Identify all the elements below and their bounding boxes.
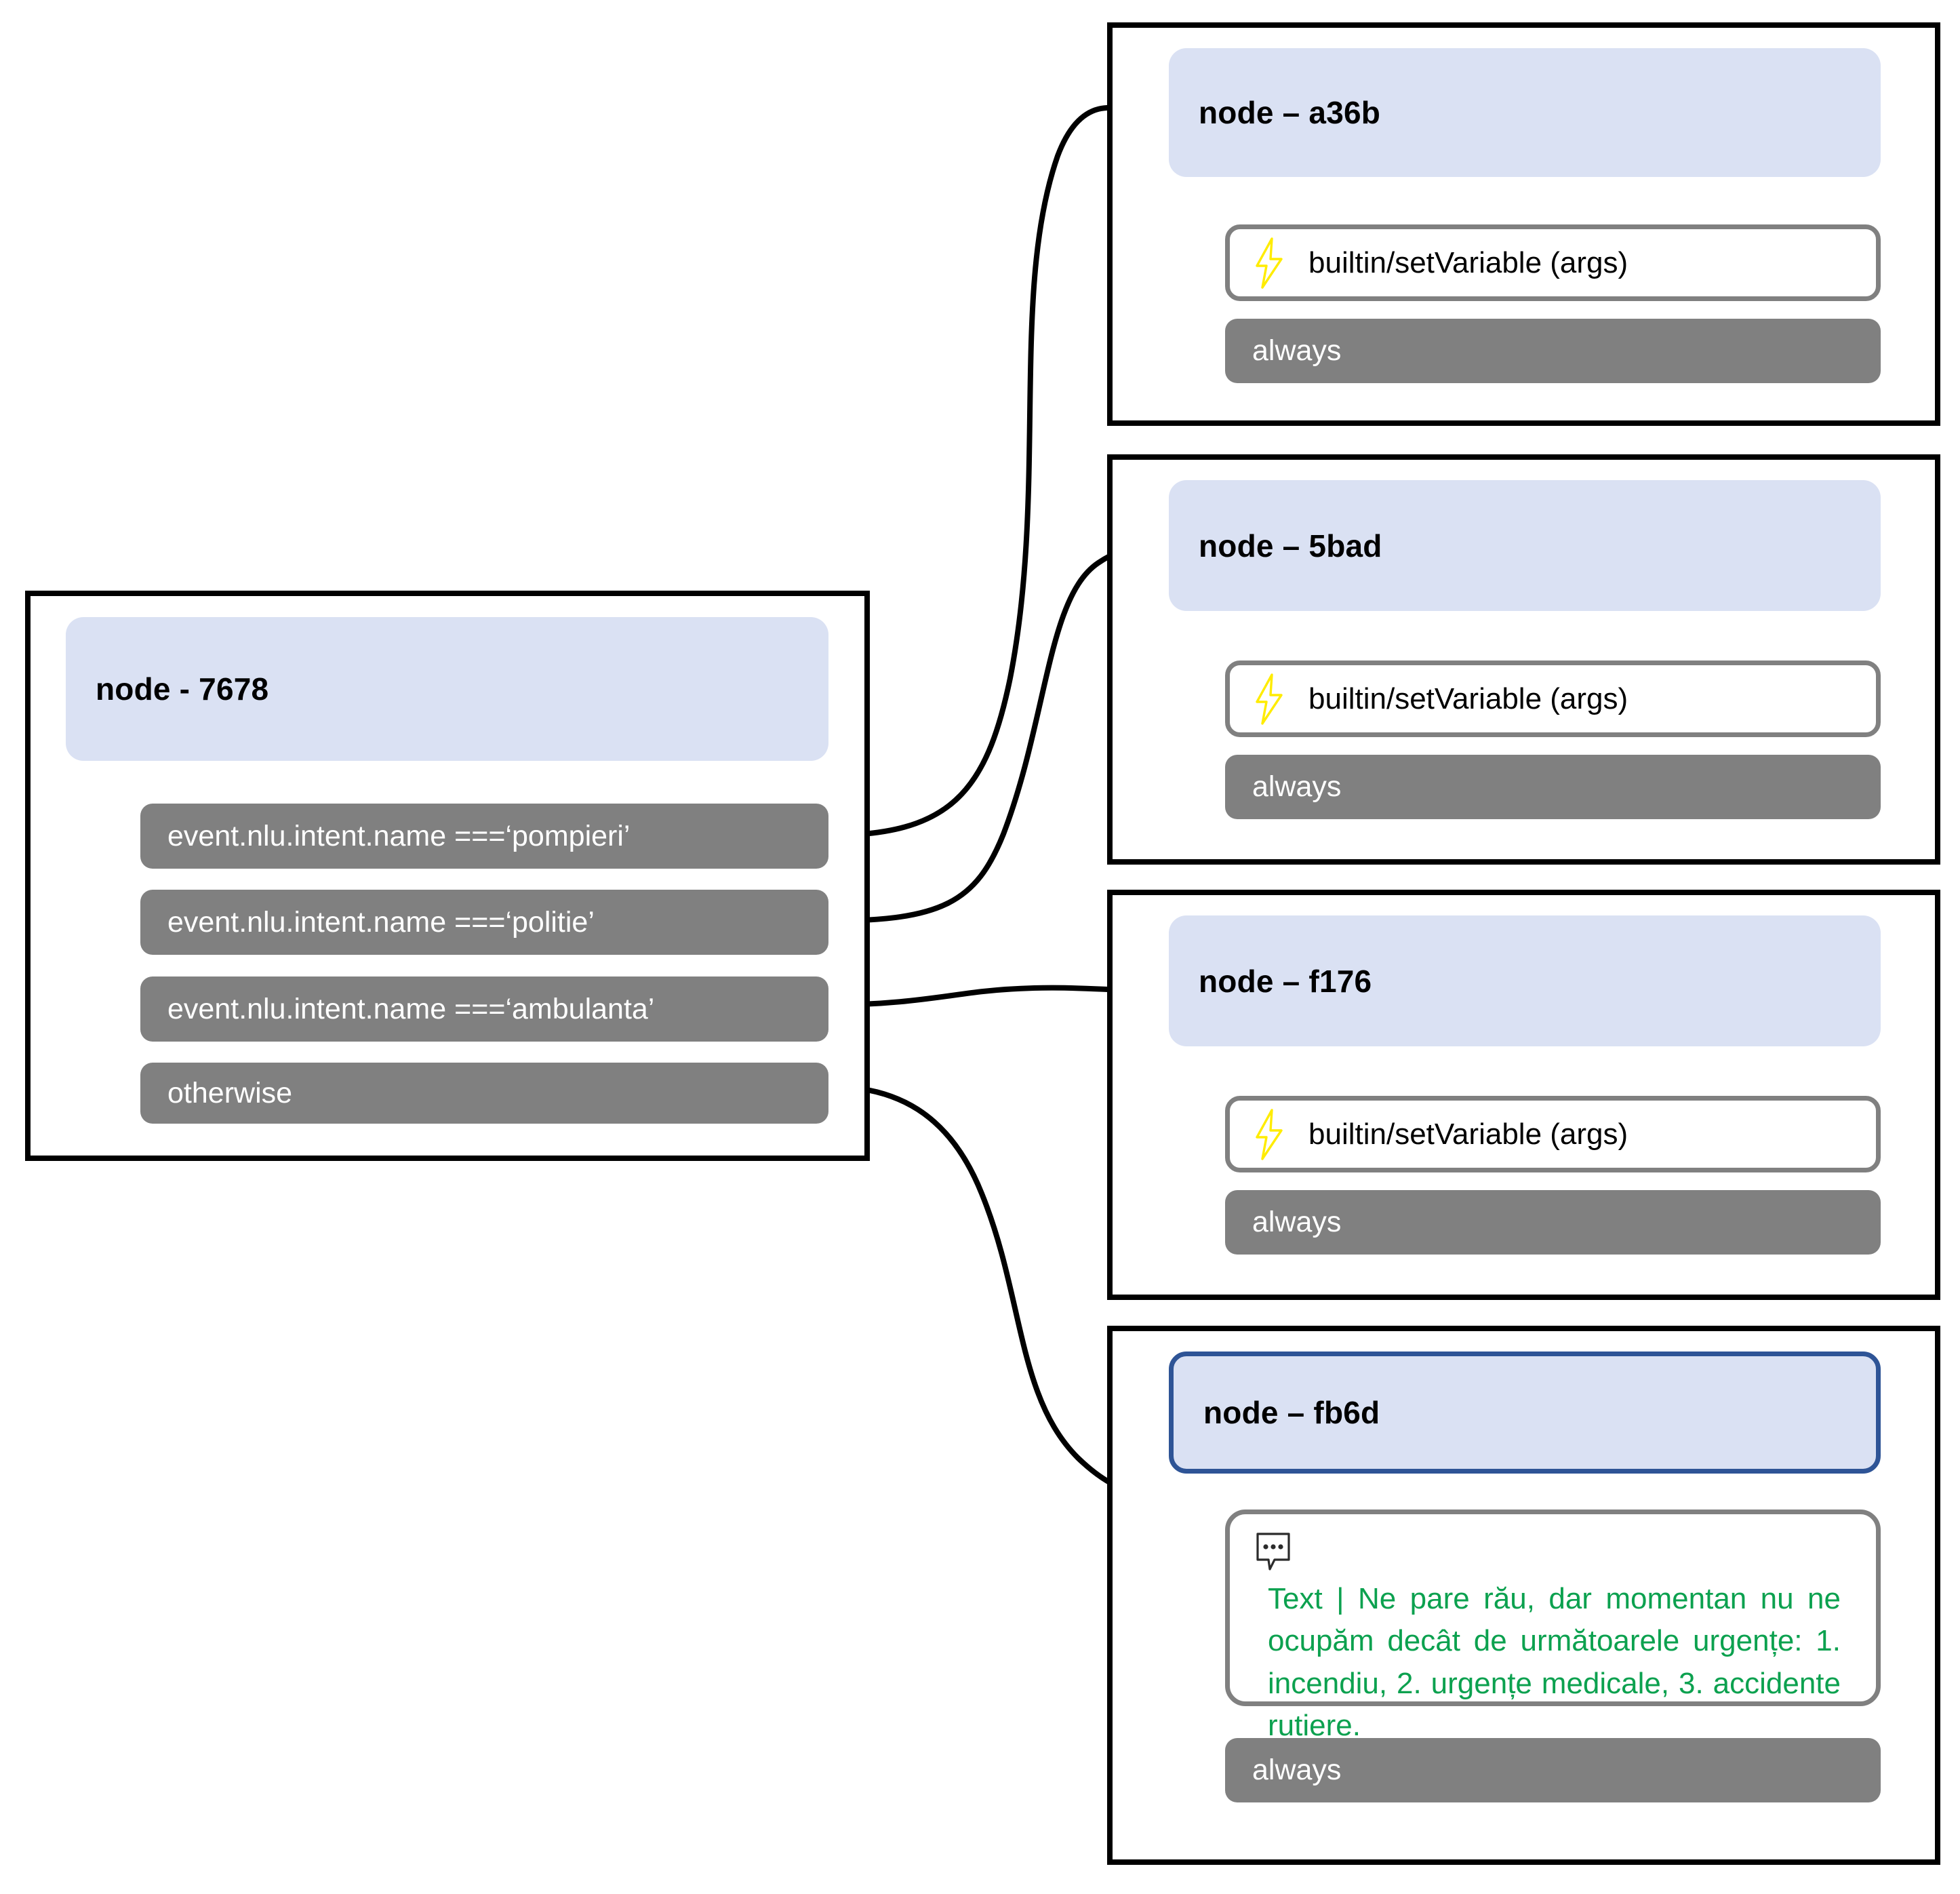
node-header-fb6d[interactable]: node – fb6d — [1169, 1352, 1881, 1474]
condition-row-ambulanta[interactable]: event.nlu.intent.name ===‘ambulanta’ — [140, 976, 828, 1042]
message-text-box-fb6d[interactable]: Text | Ne pare rău, dar momentan nu ne o… — [1225, 1510, 1881, 1742]
transition-row-a36b[interactable]: always — [1225, 319, 1881, 383]
node-title-5bad: node – 5bad — [1199, 528, 1382, 564]
source-node-header[interactable]: node - 7678 — [66, 617, 828, 761]
condition-label: event.nlu.intent.name ===‘politie’ — [167, 905, 595, 939]
node-title-a36b: node – a36b — [1199, 95, 1381, 130]
transition-row-f176[interactable]: always — [1225, 1190, 1881, 1255]
target-node-container-a36b[interactable]: node – a36b builtin/setVariable (args) a… — [1107, 22, 1940, 426]
transition-label-f176: always — [1252, 1206, 1342, 1238]
node-header-5bad[interactable]: node – 5bad — [1169, 480, 1881, 611]
node-title-fb6d: node – fb6d — [1203, 1395, 1380, 1430]
action-setvariable-a36b[interactable]: builtin/setVariable (args) — [1225, 224, 1881, 301]
condition-label: otherwise — [167, 1076, 293, 1109]
condition-row-pompieri[interactable]: event.nlu.intent.name ===‘pompieri’ — [140, 804, 828, 869]
source-node-container[interactable]: node - 7678 event.nlu.intent.name ===‘po… — [25, 591, 870, 1161]
target-node-container-5bad[interactable]: node – 5bad builtin/setVariable (args) a… — [1107, 454, 1940, 865]
transition-label-5bad: always — [1252, 770, 1342, 803]
speech-bubble-icon — [1256, 1533, 1290, 1571]
condition-label: event.nlu.intent.name ===‘ambulanta’ — [167, 992, 655, 1025]
action-setvariable-f176[interactable]: builtin/setVariable (args) — [1225, 1096, 1881, 1172]
source-node-title: node - 7678 — [96, 671, 269, 707]
lightning-bolt-icon — [1256, 673, 1283, 725]
action-label-a36b: builtin/setVariable (args) — [1308, 245, 1628, 279]
condition-row-otherwise[interactable]: otherwise — [140, 1063, 828, 1124]
transition-label-a36b: always — [1252, 334, 1342, 367]
condition-row-politie[interactable]: event.nlu.intent.name ===‘politie’ — [140, 890, 828, 955]
lightning-bolt-icon — [1256, 1108, 1283, 1160]
lightning-bolt-icon — [1256, 237, 1283, 289]
condition-label: event.nlu.intent.name ===‘pompieri’ — [167, 819, 631, 852]
action-setvariable-5bad[interactable]: builtin/setVariable (args) — [1225, 660, 1881, 737]
transition-row-fb6d[interactable]: always — [1225, 1738, 1881, 1802]
node-title-f176: node – f176 — [1199, 963, 1372, 999]
transition-row-5bad[interactable]: always — [1225, 755, 1881, 819]
action-label-f176: builtin/setVariable (args) — [1308, 1117, 1628, 1151]
target-node-container-f176[interactable]: node – f176 builtin/setVariable (args) a… — [1107, 890, 1940, 1300]
node-header-a36b[interactable]: node – a36b — [1169, 48, 1881, 177]
target-node-container-fb6d[interactable]: node – fb6d Text | Ne pare rău, dar mome… — [1107, 1326, 1940, 1865]
transition-label-fb6d: always — [1252, 1754, 1342, 1786]
message-text-fb6d: Text | Ne pare rău, dar momentan nu ne o… — [1268, 1582, 1841, 1743]
action-label-5bad: builtin/setVariable (args) — [1308, 682, 1628, 715]
node-header-f176[interactable]: node – f176 — [1169, 915, 1881, 1046]
